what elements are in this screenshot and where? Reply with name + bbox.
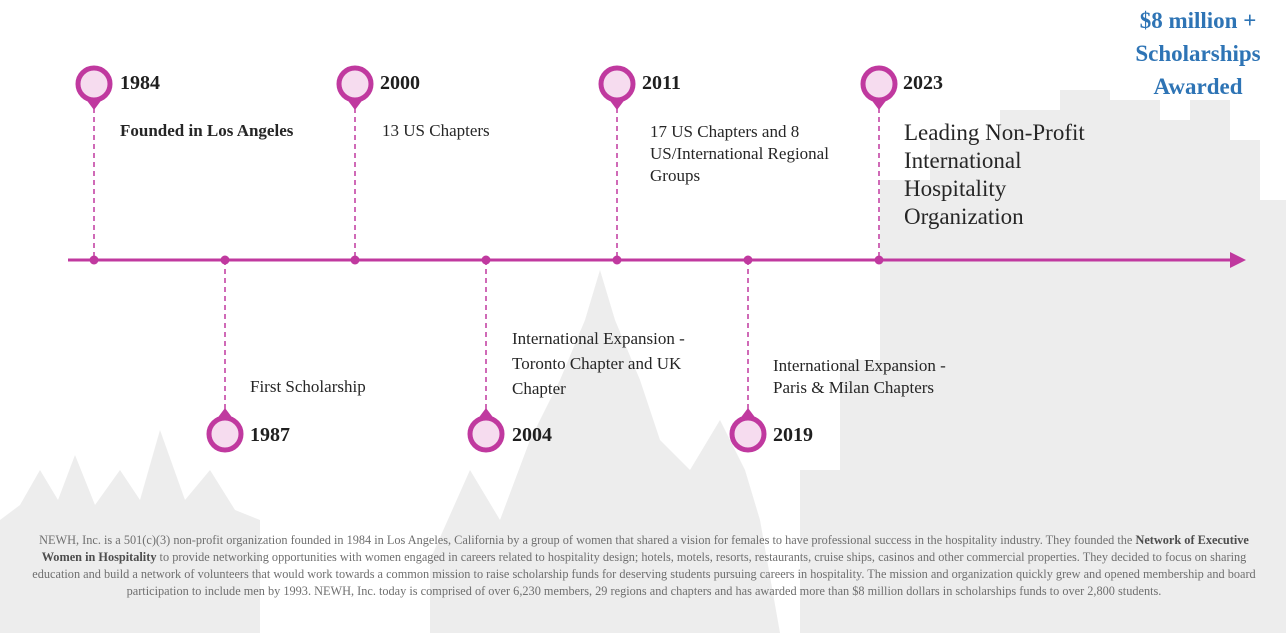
footer-text-part-1: NEWH, Inc. is a 501(c)(3) non-profit org… <box>39 533 1136 547</box>
event-2004-year: 2004 <box>512 424 552 446</box>
event-2011-desc: 17 US Chapters and 8 US/International Re… <box>650 122 829 185</box>
timeline-arrowhead <box>1230 252 1246 268</box>
event-1984-desc: Founded in Los Angeles <box>120 121 294 140</box>
headline-line-3: Awarded <box>1153 74 1243 99</box>
event-2000-axis-dot <box>350 255 360 265</box>
event-2019-axis-dot <box>743 255 753 265</box>
event-2000-desc: 13 US Chapters <box>382 121 490 140</box>
skyline-left-spires <box>0 430 260 633</box>
event-1984-axis-dot <box>89 255 99 265</box>
event-1984-map-pin-icon <box>75 65 113 103</box>
footer-paragraph: NEWH, Inc. is a 501(c)(3) non-profit org… <box>30 532 1258 600</box>
skyline-right-buildings <box>800 90 1286 633</box>
event-1987-axis-dot <box>220 255 230 265</box>
event-2011-year: 2011 <box>642 72 681 94</box>
scholarships-headline: $8 million + Scholarships Awarded <box>1110 4 1286 103</box>
event-2000-map-pin-icon <box>336 65 374 103</box>
event-2023-year: 2023 <box>903 72 943 94</box>
event-1987-year: 1987 <box>250 424 290 446</box>
event-2004-axis-dot <box>481 255 491 265</box>
event-2019-year: 2019 <box>773 424 813 446</box>
event-2004-map-pin-icon <box>467 415 505 453</box>
event-1987-map-pin-icon <box>206 415 244 453</box>
event-2023-map-pin-icon <box>860 65 898 103</box>
event-2023-axis-dot <box>874 255 884 265</box>
skyline-right-towers <box>1180 230 1286 633</box>
event-2000-year: 2000 <box>380 72 420 94</box>
event-1984-year: 1984 <box>120 72 160 94</box>
event-2023-desc: Leading Non-Profit International Hospita… <box>904 120 1085 229</box>
headline-line-1: $8 million + <box>1139 8 1257 33</box>
event-2011-map-pin-icon <box>598 65 636 103</box>
event-2019-desc: International Expansion - Paris & Milan … <box>773 356 946 397</box>
event-1987-desc: First Scholarship <box>250 377 366 396</box>
footer-text-bold: Network of Executive Women in Hospitalit… <box>41 533 1249 564</box>
event-2011-axis-dot <box>612 255 622 265</box>
event-2019-map-pin-icon <box>729 415 767 453</box>
headline-line-2: Scholarships <box>1135 41 1261 66</box>
event-2004-desc: International Expansion - Toronto Chapte… <box>512 329 685 398</box>
footer-text-part-2: to provide networking opportunities with… <box>32 550 1256 598</box>
skyline-center-gothic <box>430 270 780 633</box>
